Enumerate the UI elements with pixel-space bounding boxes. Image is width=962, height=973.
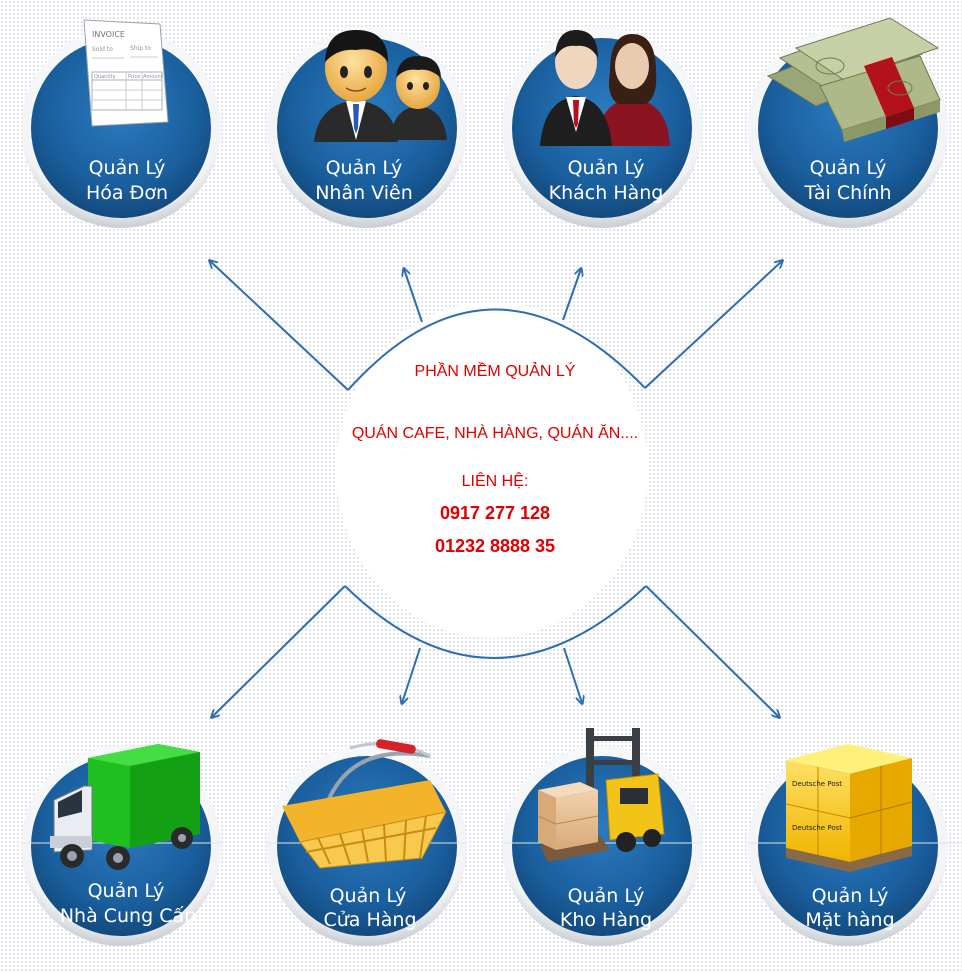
node-finance-line2: Tài Chính bbox=[803, 182, 891, 204]
node-warehouse[interactable]: Quản Lý Kho Hàng bbox=[502, 728, 702, 946]
center-text: PHẦN MỀM QUẢN LÝ QUÁN CAFE, NHÀ HÀNG, QU… bbox=[330, 360, 660, 557]
node-invoice[interactable]: INVOICE Sold to Ship to Quantity Price A… bbox=[21, 19, 221, 228]
phone-number-1: 0917 277 128 bbox=[439, 503, 551, 523]
phone-number-2: 01232 8888 35 bbox=[434, 536, 556, 556]
node-finance[interactable]: Quản Lý Tài Chính bbox=[748, 17, 948, 228]
svg-text:Quantity: Quantity bbox=[94, 74, 116, 80]
svg-text:Ship to: Ship to bbox=[130, 45, 151, 52]
node-staff-line2: Nhân Viên bbox=[315, 182, 413, 204]
node-customers[interactable]: Quản Lý Khách Hàng bbox=[502, 28, 702, 228]
svg-text:INVOICE: INVOICE bbox=[92, 30, 125, 39]
node-supplier-line2: Nhà Cung Cấp bbox=[60, 905, 196, 927]
node-warehouse-line1: Quản Lý bbox=[568, 885, 645, 907]
invoice-icon: INVOICE Sold to Ship to Quantity Price A… bbox=[83, 19, 169, 127]
node-finance-line1: Quản Lý bbox=[810, 157, 887, 179]
node-supplier-line1: Quản Lý bbox=[88, 880, 165, 902]
forklift-icon bbox=[537, 728, 665, 862]
node-store-line2: Cửa Hàng bbox=[323, 909, 416, 931]
boxes-icon: Deutsche Post Deutsche Post bbox=[785, 744, 913, 872]
node-invoice-line2: Hóa Đơn bbox=[86, 182, 168, 204]
hub-top-arc bbox=[347, 308, 646, 391]
node-customers-line2: Khách Hàng bbox=[549, 182, 664, 204]
node-customers-line1: Quản Lý bbox=[568, 157, 645, 179]
node-supplier[interactable]: Quản Lý Nhà Cung Cấp bbox=[20, 744, 222, 946]
arrow-to-invoice bbox=[210, 261, 349, 391]
node-store-line1: Quản Lý bbox=[330, 885, 407, 907]
center-title: PHẦN MỀM QUẢN LÝ bbox=[414, 363, 576, 380]
svg-text:Price: Price bbox=[128, 74, 140, 80]
node-staff[interactable]: Quản Lý Nhân Viên bbox=[267, 28, 467, 228]
money-icon bbox=[766, 17, 941, 142]
svg-text:Deutsche Post: Deutsche Post bbox=[792, 780, 842, 788]
node-products-line2: Mặt hàng bbox=[805, 909, 894, 931]
node-store[interactable]: Quản Lý Cửa Hàng bbox=[267, 739, 467, 946]
arrow-to-staff bbox=[404, 269, 423, 323]
center-subtitle: QUÁN CAFE, NHÀ HÀNG, QUÁN ĂN.... bbox=[351, 425, 639, 442]
svg-text:Sold to: Sold to bbox=[92, 46, 113, 53]
arrow-to-store bbox=[402, 647, 421, 703]
arrow-to-customers bbox=[562, 269, 581, 321]
arrow-to-warehouse bbox=[563, 647, 582, 703]
arrow-to-products bbox=[645, 585, 779, 717]
center-hub bbox=[336, 302, 648, 638]
node-warehouse-line2: Kho Hàng bbox=[560, 909, 652, 931]
staff-icon bbox=[314, 30, 447, 142]
customers-icon bbox=[540, 30, 670, 146]
node-staff-line1: Quản Lý bbox=[326, 157, 403, 179]
svg-text:Amount: Amount bbox=[143, 74, 163, 80]
contact-label: LIÊN HỆ: bbox=[461, 473, 529, 490]
node-invoice-line1: Quản Lý bbox=[89, 157, 166, 179]
basket-icon bbox=[282, 739, 447, 869]
truck-icon bbox=[50, 744, 200, 870]
arrow-to-supplier bbox=[212, 585, 346, 717]
node-products-line1: Quản Lý bbox=[812, 885, 889, 907]
hub-bottom-arc bbox=[344, 585, 647, 659]
node-products[interactable]: Deutsche Post Deutsche Post Quản Lý Mặt … bbox=[748, 744, 962, 946]
arrow-to-finance bbox=[644, 261, 782, 389]
svg-text:Deutsche Post: Deutsche Post bbox=[792, 824, 842, 832]
